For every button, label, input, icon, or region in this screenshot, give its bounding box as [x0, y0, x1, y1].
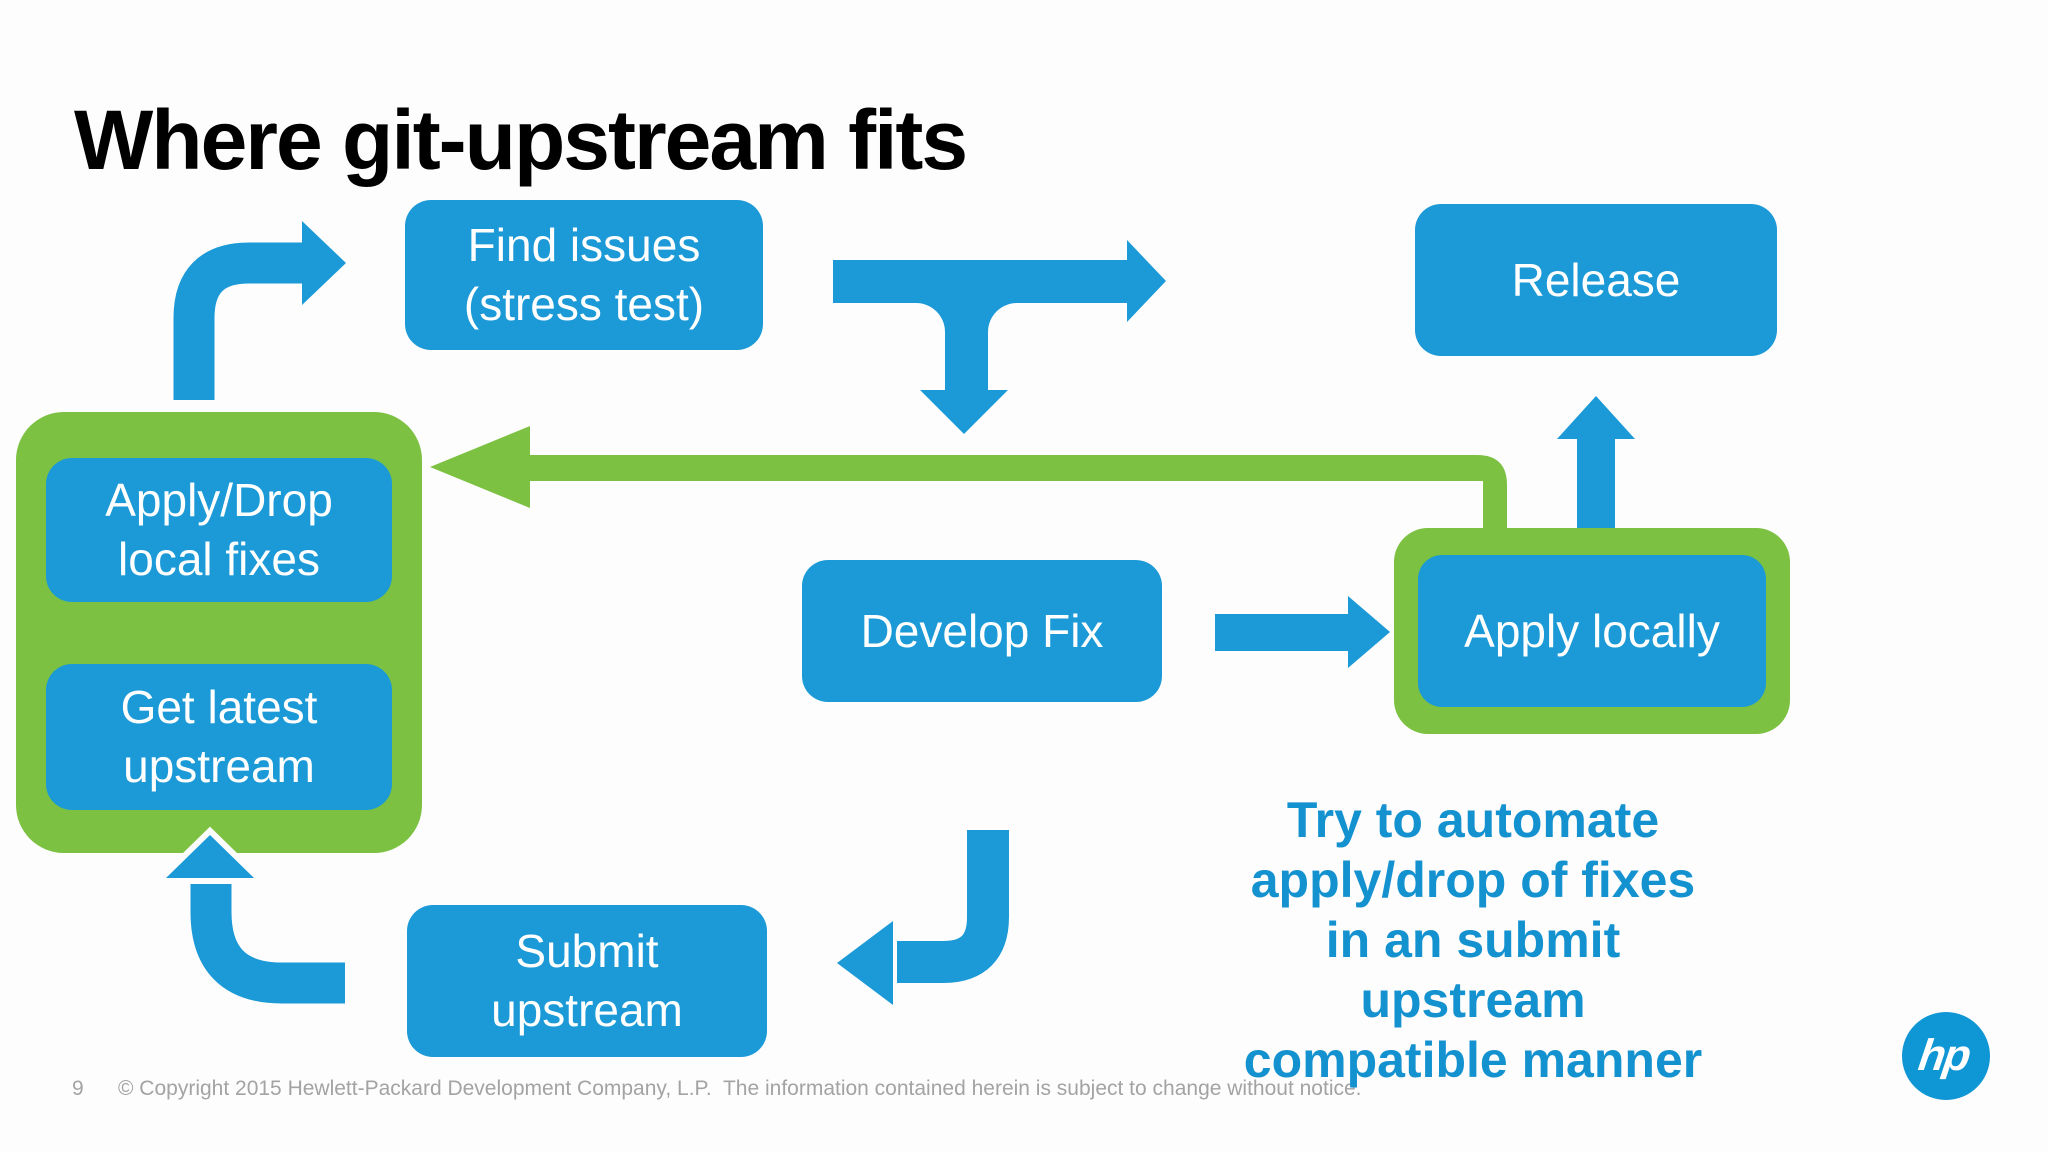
develop-to-apply-arrow-icon: [1215, 596, 1390, 668]
hp-logo-text: hp: [1915, 1031, 1973, 1080]
green-feedback-arrow-icon: [430, 426, 1507, 535]
node-get-latest-upstream: Get latest upstream: [46, 664, 392, 810]
copyright-text: © Copyright 2015 Hewlett-Packard Develop…: [118, 1077, 1362, 1100]
loop-to-find-issues-arrow-icon: [173, 221, 346, 400]
node-develop-fix: Develop Fix: [802, 560, 1162, 702]
node-apply-drop-local-fixes: Apply/Drop local fixes: [46, 458, 392, 602]
apply-locally-highlight-frame: Apply locally: [1394, 528, 1790, 734]
page-number: 9: [72, 1077, 84, 1100]
find-issues-branch-arrow-icon: [833, 240, 1166, 434]
slide-footer: 9 © Copyright 2015 Hewlett-Packard Devel…: [0, 1077, 2048, 1149]
node-submit-upstream: Submit upstream: [407, 905, 767, 1057]
node-apply-locally: Apply locally: [1418, 555, 1766, 707]
hp-logo: hp: [1902, 1012, 1990, 1100]
node-find-issues: Find issues (stress test): [405, 200, 763, 350]
develop-to-submit-arrow-icon: [837, 830, 1009, 1005]
apply-to-release-arrow-icon: [1557, 396, 1635, 528]
submit-to-loop-arrow-icon: [151, 826, 345, 1004]
node-release: Release: [1415, 204, 1777, 356]
automation-note: Try to automate apply/drop of fixes in a…: [1243, 792, 1703, 1088]
page-title: Where git-upstream fits: [74, 93, 968, 188]
